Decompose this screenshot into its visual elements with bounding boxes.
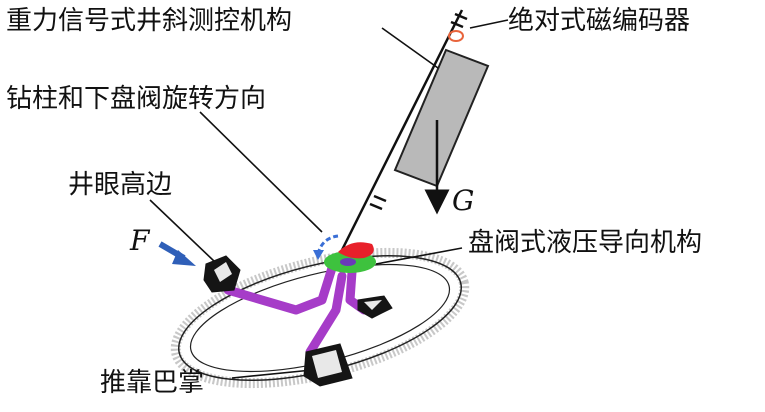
string-ticks <box>369 12 468 211</box>
valve-disc-red <box>338 242 374 259</box>
rotation-arrow-head <box>313 250 324 260</box>
support-legs <box>223 263 377 357</box>
drill-string <box>340 9 464 251</box>
force-arrow-icon <box>158 241 196 266</box>
label-rotation-direction: 钻柱和下盘阀旋转方向 <box>6 84 267 114</box>
label-push-pad: 推靠巴掌 <box>100 368 205 398</box>
pad-faces <box>214 262 382 378</box>
encoder-ring-icon <box>448 30 464 42</box>
valve-hub <box>340 258 356 266</box>
gravity-symbol: G <box>452 184 475 217</box>
label-gravity-mechanism: 重力信号式井斜测控机构 <box>6 6 293 36</box>
force-symbol: F <box>130 224 150 257</box>
label-magnetic-encoder: 绝对式磁编码器 <box>508 6 691 36</box>
leader-lines <box>149 19 509 379</box>
label-valve-mechanism: 盘阀式液压导向机构 <box>468 228 703 258</box>
label-high-side: 井眼高边 <box>68 170 173 200</box>
